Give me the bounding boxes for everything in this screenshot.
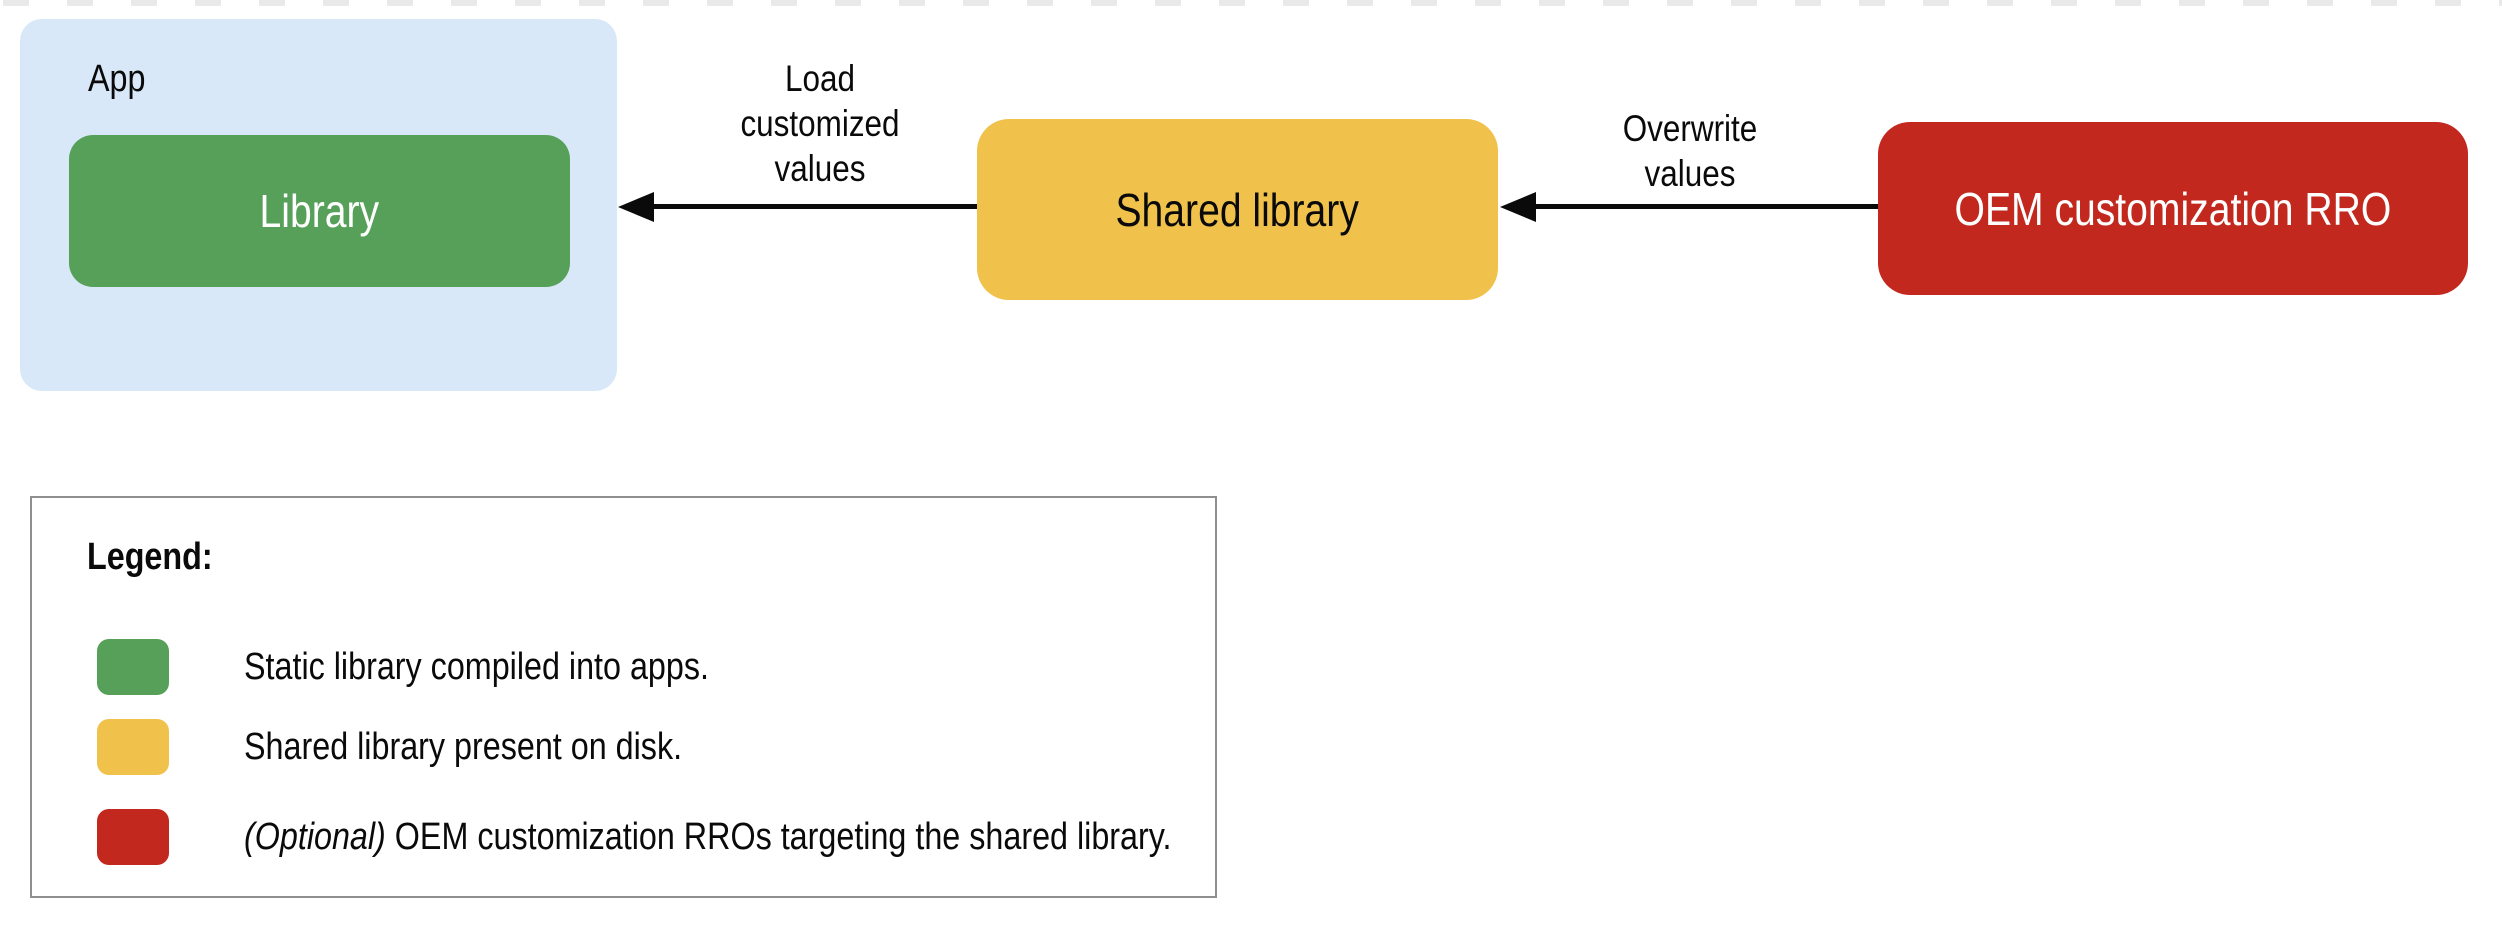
shared-library-box-label: Shared library bbox=[1115, 183, 1360, 236]
app-box-label: App bbox=[88, 58, 146, 100]
arrow-label-overwrite-values: Overwrite values bbox=[1622, 108, 1758, 194]
yellow-swatch-icon bbox=[97, 719, 169, 775]
oem-customization-rro-box: OEM customization RRO bbox=[1878, 122, 2468, 295]
legend-item-oem-rro: (Optional) OEM customization RROs target… bbox=[32, 809, 1215, 865]
app-box: App Library bbox=[20, 19, 617, 391]
oem-box-label: OEM customization RRO bbox=[1954, 182, 2392, 235]
arrow-label-load-customized-values: Load customized values bbox=[740, 58, 900, 189]
arrow-shaft-shared-to-app bbox=[648, 204, 979, 209]
legend-item-static-library: Static library compiled into apps. bbox=[32, 639, 1215, 695]
library-box: Library bbox=[69, 135, 570, 287]
legend-item-text: (Optional) OEM customization RROs target… bbox=[244, 815, 1172, 858]
legend-item-text: Shared library present on disk. bbox=[244, 725, 683, 768]
shared-library-box: Shared library bbox=[977, 119, 1498, 300]
legend-title: Legend: bbox=[87, 536, 213, 578]
arrowhead-left-icon bbox=[618, 192, 654, 222]
arrowhead-left-icon bbox=[1500, 192, 1536, 222]
red-swatch-icon bbox=[97, 809, 169, 865]
arrow-shaft-oem-to-shared bbox=[1530, 204, 1878, 209]
top-dashed-divider bbox=[3, 0, 2502, 6]
library-box-label: Library bbox=[259, 185, 380, 237]
green-swatch-icon bbox=[97, 639, 169, 695]
legend-item-shared-library: Shared library present on disk. bbox=[32, 719, 1215, 775]
legend-panel: Legend: Static library compiled into app… bbox=[30, 496, 1217, 898]
legend-item-text: Static library compiled into apps. bbox=[244, 645, 709, 688]
